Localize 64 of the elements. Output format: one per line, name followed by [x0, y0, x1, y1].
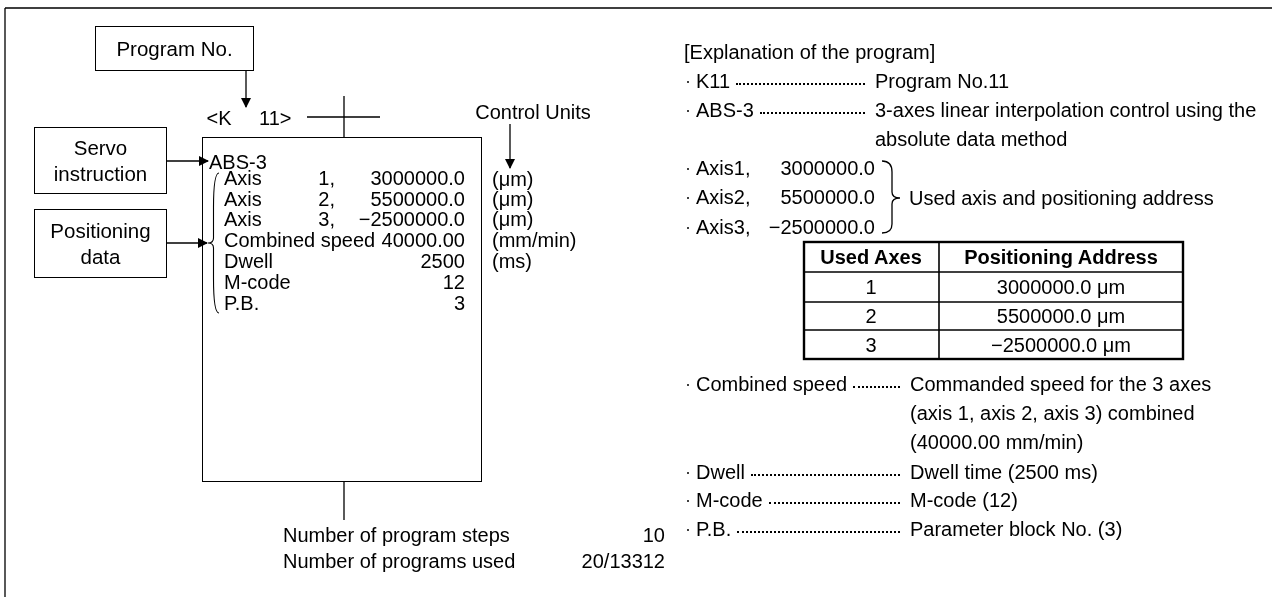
description-text: 3-axes linear interpolation control using the absolute data method [875, 98, 1258, 152]
info-text: Number of programs used [283, 551, 516, 572]
code-text: M-code [224, 272, 291, 293]
code-text: 1, [318, 168, 335, 189]
term-text: Axis2, [696, 187, 751, 208]
code-text: Combined speed [224, 230, 376, 251]
term-text: Axis3, [696, 217, 751, 238]
term-value: −2500000.0 [768, 217, 875, 238]
description-text: Commanded speed for the 3 axes (axis 1, axis 2, axis 3) combined (40000.00 mm/min) [910, 372, 1213, 455]
label-box: Program No. [95, 26, 254, 71]
code-text: 5500000.0 [370, 189, 465, 210]
unit-text: (mm/min) [492, 230, 577, 251]
code-text: 12 [442, 272, 465, 293]
section-heading: [Explanation of the program] [684, 42, 936, 63]
code-text: 3, [318, 209, 335, 230]
label-box: Positioning data [34, 209, 167, 278]
arrow [241, 70, 251, 108]
table-header: Positioning Address [964, 247, 1158, 268]
term-text: Axis1, [696, 158, 751, 179]
code-text: <K 11> [204, 107, 294, 129]
code-text: 2500 [420, 251, 465, 272]
arrow [505, 123, 515, 169]
info-text: Number of program steps [283, 525, 510, 546]
table-cell: 5500000.0 μm [996, 306, 1126, 327]
code-text: 3000000.0 [370, 168, 465, 189]
description-text: Used axis and positioning address [909, 188, 1214, 209]
term-text: Combined speed [696, 374, 904, 395]
term-text: ABS-3 [696, 100, 869, 121]
code-text: Axis [224, 189, 262, 210]
unit-text: (μm) [492, 189, 534, 210]
term-value: 3000000.0 [780, 158, 875, 179]
code-text: P.B. [224, 293, 260, 314]
table-cell: 3 [865, 335, 877, 356]
table-header: Used Axes [820, 247, 922, 268]
code-text: 2, [318, 189, 335, 210]
code-text: Axis [224, 168, 262, 189]
term-text: Dwell [696, 462, 904, 483]
label-box: Servo instruction [34, 127, 167, 194]
code-text: 3 [453, 293, 465, 314]
description-text: Parameter block No. (3) [910, 519, 1123, 540]
table-cell: 3000000.0 μm [996, 277, 1126, 298]
description-text: Program No.11 [875, 71, 1010, 92]
code-text: Control Units [466, 100, 600, 124]
unit-text: (μm) [492, 209, 534, 230]
code-text: Axis [224, 209, 262, 230]
code-text: Dwell [224, 251, 273, 272]
code-text: 40000.00 [381, 230, 465, 251]
term-text: P.B. [696, 519, 904, 540]
description-text: Dwell time (2500 ms) [910, 462, 1098, 483]
program-block [202, 137, 482, 482]
term-value: 5500000.0 [780, 187, 875, 208]
info-value: 10 [642, 525, 665, 546]
code-text: −2500000.0 [358, 209, 465, 230]
table-cell: 2 [865, 306, 877, 327]
arrow [166, 238, 208, 248]
term-text: M-code [696, 490, 904, 511]
info-value: 20/13312 [581, 551, 665, 572]
description-text: M-code (12) [910, 490, 1018, 511]
table-cell: −2500000.0 μm [991, 335, 1131, 356]
unit-text: (μm) [492, 168, 538, 189]
term-text: K11 [696, 71, 869, 92]
unit-text: (ms) [492, 251, 532, 272]
arrow [166, 156, 209, 166]
table-cell: 1 [865, 277, 877, 298]
